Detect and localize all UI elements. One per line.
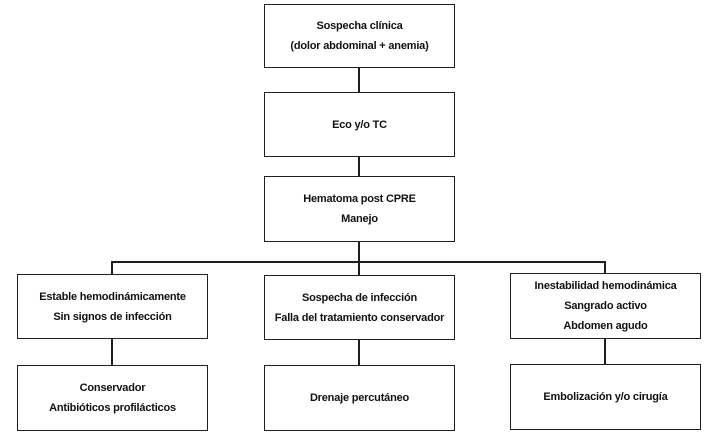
connector-branch-drop-left xyxy=(111,261,113,274)
node-text-line: Inestabilidad hemodinámica xyxy=(534,280,677,292)
connector-branch-drop-right xyxy=(604,261,606,273)
node-text-line: Conservador xyxy=(79,382,146,394)
node-text-line: Sangrado activo xyxy=(564,300,647,312)
connector-suspicion-to-imaging xyxy=(358,68,360,92)
node-text-line: Abdomen agudo xyxy=(563,320,648,332)
node-text-line: Sospecha de infección xyxy=(301,291,417,304)
connector-unstable-to-embolization xyxy=(604,339,606,364)
connector-management-to-branch xyxy=(358,242,360,275)
node-branch-stable: Estable hemodinámicamente Sin signos de … xyxy=(17,274,208,339)
node-text-line: Embolización y/o cirugía xyxy=(543,391,668,403)
node-hematoma-management: Hematoma post CPRE Manejo xyxy=(264,176,455,242)
node-text-line: (dolor abdominal + anemia) xyxy=(290,40,429,52)
node-text-line: Sospecha clínica xyxy=(316,20,403,32)
node-branch-infection: Sospecha de infección Falla del tratamie… xyxy=(264,275,455,340)
node-text-line: Drenaje percutáneo xyxy=(309,392,410,404)
node-text-line: Falla del tratamiento conservador xyxy=(274,311,445,324)
node-text-line: Estable hemodinámicamente xyxy=(39,290,186,303)
node-outcome-drainage: Drenaje percutáneo xyxy=(264,365,455,431)
node-text-line: Manejo xyxy=(341,213,378,225)
connector-stable-to-conservative xyxy=(111,339,113,365)
connector-infection-to-drainage xyxy=(358,340,360,365)
node-outcome-embolization: Embolización y/o cirugía xyxy=(510,364,701,430)
node-text-line: Antibióticos profilácticos xyxy=(49,402,176,414)
node-outcome-conservative: Conservador Antibióticos profilácticos xyxy=(17,365,208,431)
node-text-line: Eco y/o TC xyxy=(332,118,387,131)
connector-imaging-to-management xyxy=(358,157,360,176)
node-imaging-eco-tc: Eco y/o TC xyxy=(264,92,455,157)
node-clinical-suspicion: Sospecha clínica (dolor abdominal + anem… xyxy=(264,4,455,68)
node-text-line: Sin signos de infección xyxy=(53,310,172,323)
node-text-line: Hematoma post CPRE xyxy=(303,193,416,205)
node-branch-unstable: Inestabilidad hemodinámica Sangrado acti… xyxy=(510,273,701,339)
connector-branch-horizontal xyxy=(111,261,606,263)
